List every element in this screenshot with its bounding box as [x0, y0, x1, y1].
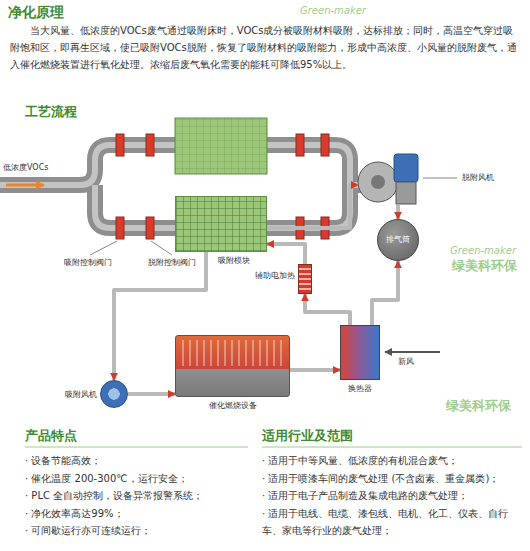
bullet-item: · 适用于喷漆车间的废气处理 (不含卤素、重金属类)；: [262, 470, 524, 488]
bullet-item: · PLC 全自动控制，设备异常报警系统；: [25, 487, 253, 505]
pipe-connector: [267, 185, 358, 228]
desorption-fan: 脱附风机: [358, 150, 420, 205]
fresh-air-label: 新风: [398, 357, 414, 367]
node-label: 脱附风机: [462, 173, 494, 183]
watermark: Green-maker: [300, 4, 366, 17]
section-heading: 适用行业及范围: [262, 428, 353, 444]
watermark: 绿美科环保: [452, 258, 517, 274]
pipe-connector: [267, 244, 305, 264]
pipe-connector: [396, 205, 400, 219]
top-module: [175, 118, 267, 174]
exhaust-stack: 排气筒: [377, 219, 419, 261]
watermark: Green-maker: [450, 244, 516, 257]
inlet-arrow: [6, 184, 44, 187]
section-heading: 产品特点: [25, 428, 77, 444]
node-label: 吸附风机: [65, 390, 97, 400]
valve-label: 脱附控制阀门: [148, 258, 196, 268]
catalytic-burner: 催化燃烧设备: [175, 335, 290, 397]
adsorption-module: 吸附模块: [175, 196, 267, 252]
section-heading: 净化原理: [8, 3, 64, 21]
node-label: 排气筒: [386, 235, 410, 245]
inlet-label: 低浓度VOCs: [3, 163, 48, 173]
bullet-item: · 可间歇运行亦可连续运行；: [25, 522, 253, 540]
bullet-list: · 适用于中等风量、低浓度的有机混合废气；· 适用于喷漆车间的废气处理 (不含卤…: [262, 452, 524, 540]
heading-rule: [25, 447, 522, 448]
fan-symbol: [358, 154, 418, 204]
node-label: 催化燃烧设备: [209, 401, 257, 411]
electric-heater: 辅助电加热: [298, 264, 312, 294]
pipe-connector: [372, 261, 398, 325]
bullet-item: · 催化温度 200-300℃，运行安全；: [25, 470, 253, 488]
node-label: 换热器: [348, 384, 372, 394]
node-label: 辅助电加热: [255, 271, 295, 281]
fresh-air-arrow: [385, 351, 440, 353]
bullet-list: · 设备节能高效；· 催化温度 200-300℃，运行安全；· PLC 全自动控…: [25, 452, 253, 540]
adsorption-fan: 吸附风机: [100, 380, 128, 408]
pipe-connector: [128, 392, 175, 396]
pipe-connector: [290, 368, 340, 372]
valve-label: 吸附控制阀门: [64, 258, 112, 268]
bullet-item: · 适用于电子产品制造及集成电路的废气处理；: [262, 487, 524, 505]
bullet-item: · 适用于中等风量、低浓度的有机混合废气；: [262, 452, 524, 470]
section-heading: 工艺流程: [25, 104, 77, 120]
watermark: 绿美科环保: [446, 398, 511, 414]
body-text: 当大风量、低浓度的VOCs废气通过吸附床时，VOCs成分被吸附材料吸附，达标排放…: [10, 22, 522, 73]
bullet-item: · 净化效率高达99%；: [25, 505, 253, 523]
bullet-item: · 适用于电线、电缆、漆包线、电机、化工、仪表、自行车、家电等行业的废气处理；: [262, 505, 524, 540]
bullet-item: · 设备节能高效；: [25, 452, 253, 470]
heat-exchanger: 换热器: [340, 325, 380, 380]
node-label: 吸附模块: [218, 256, 250, 266]
pipe-connector: [305, 294, 350, 325]
